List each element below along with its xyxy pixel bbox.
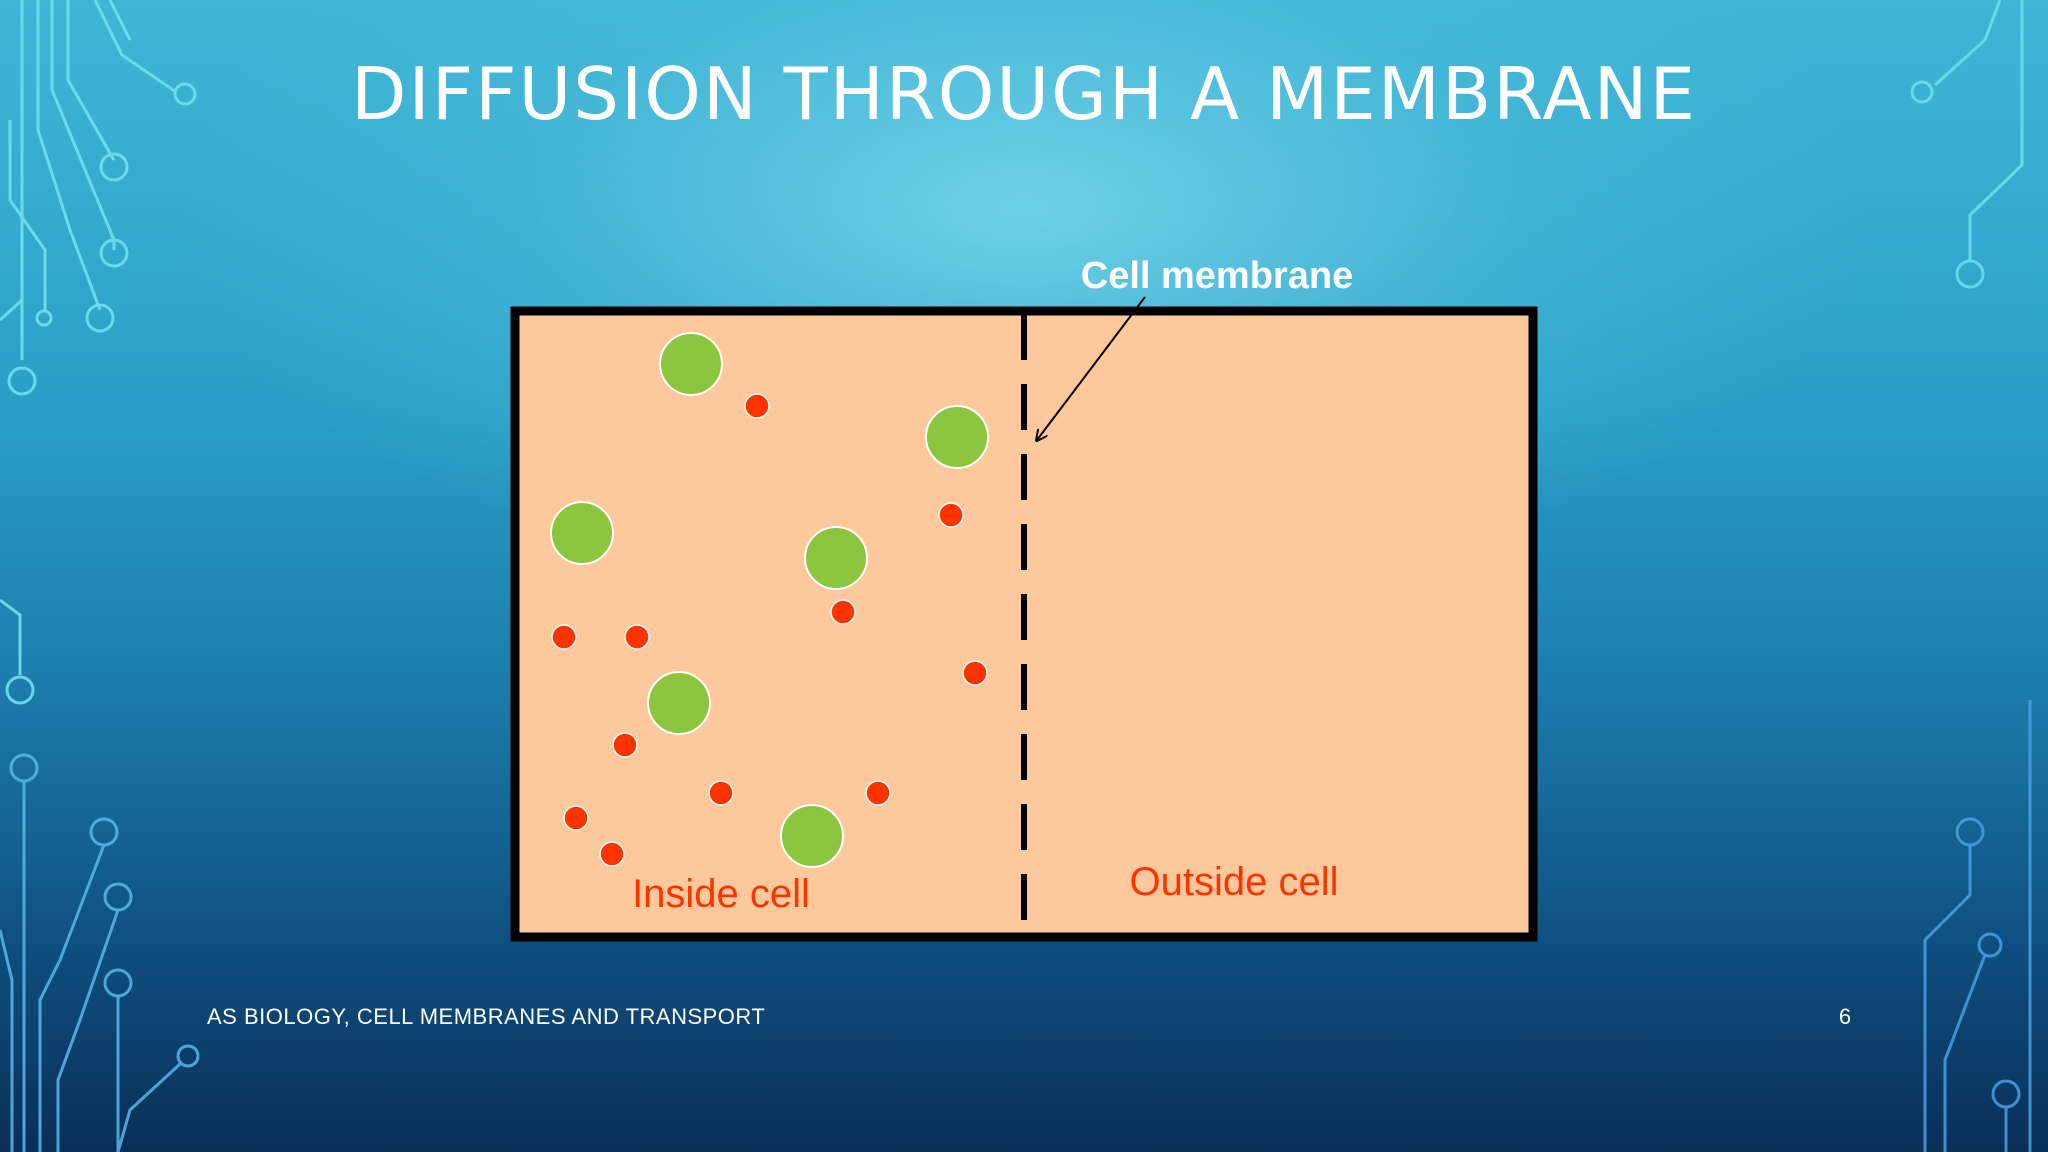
small-molecule [938,502,964,528]
slide-page-number: 6 [1838,1004,1852,1029]
large-molecules [550,332,989,868]
small-molecules [551,393,988,867]
large-molecule [550,501,614,565]
small-molecule [708,780,734,806]
slide-footer: AS BIOLOGY, CELL MEMBRANES AND TRANSPORT [207,1004,766,1029]
membrane-pointer-arrow [1037,296,1146,440]
small-molecule [744,393,770,419]
outside-cell-label: Outside cell [1130,860,1339,904]
inside-cell-label: Inside cell [632,872,810,916]
small-molecule [612,732,638,758]
large-molecule [647,671,711,735]
small-molecule [551,624,577,650]
membrane-label: Cell membrane [1081,255,1353,297]
small-molecule [599,841,625,867]
slide-title: DIFFUSION THROUGH A MEMBRANE [351,52,1697,136]
small-molecule [624,624,650,650]
small-molecule [865,780,891,806]
small-molecule [563,805,589,831]
large-molecule [925,405,989,469]
large-molecule [659,332,723,396]
small-molecule [962,660,988,686]
large-molecule [780,804,844,868]
large-molecule [804,526,868,590]
small-molecule [830,599,856,625]
